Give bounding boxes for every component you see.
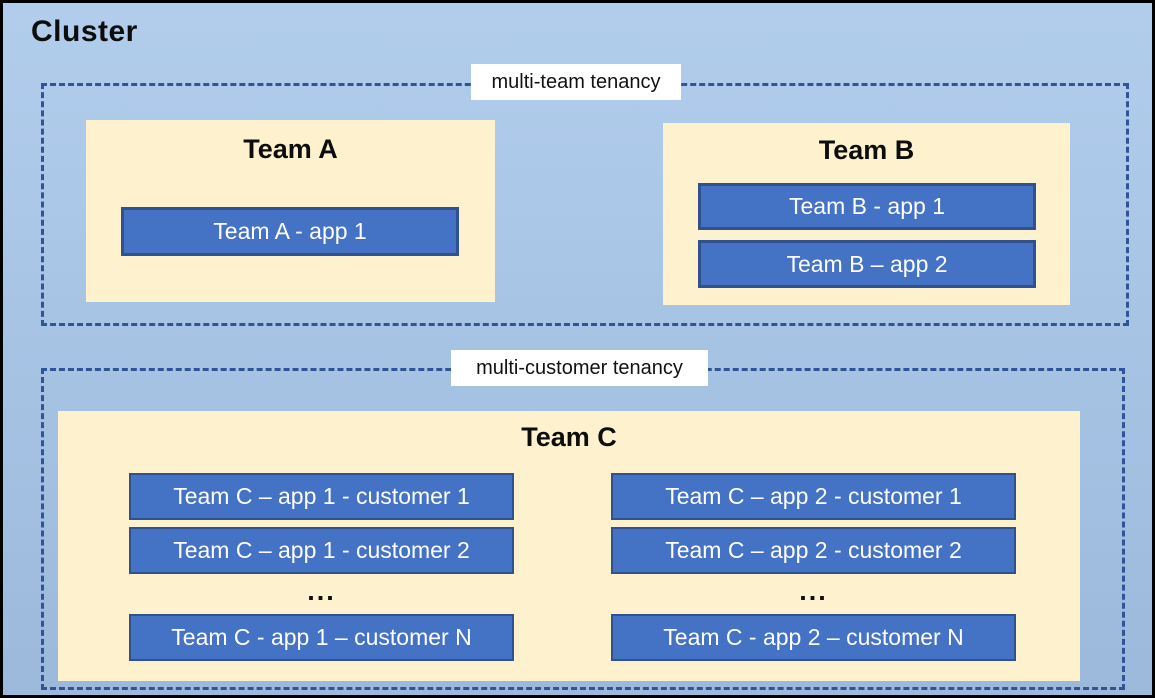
team-a-app-1-node: Team A - app 1 [121,207,459,256]
team-c-app2-customer2-node: Team C – app 2 - customer 2 [611,527,1016,574]
team-c-app1-customer2-node: Team C – app 1 - customer 2 [129,527,514,574]
multi-team-tenancy-label: multi-team tenancy [471,64,681,100]
cluster-title: Cluster [31,15,138,48]
multi-customer-tenancy-label: multi-customer tenancy [451,350,708,386]
team-c-app2-customerN-node: Team C - app 2 – customer N [611,614,1016,661]
team-c-title: Team C [521,422,617,452]
team-c-app2-customer1-node: Team C – app 2 - customer 1 [611,473,1016,520]
team-b-app-1-node: Team B - app 1 [698,183,1036,230]
team-c-app1-customer1-node: Team C – app 1 - customer 1 [129,473,514,520]
team-c-app2-ellipsis: ... [799,575,828,606]
team-c-app1-ellipsis: ... [307,575,336,606]
team-b-title: Team B [818,135,915,165]
team-b-app-2-node: Team B – app 2 [698,240,1036,288]
team-c-app1-customerN-node: Team C - app 1 – customer N [129,614,514,661]
team-a-title: Team A [243,134,338,164]
